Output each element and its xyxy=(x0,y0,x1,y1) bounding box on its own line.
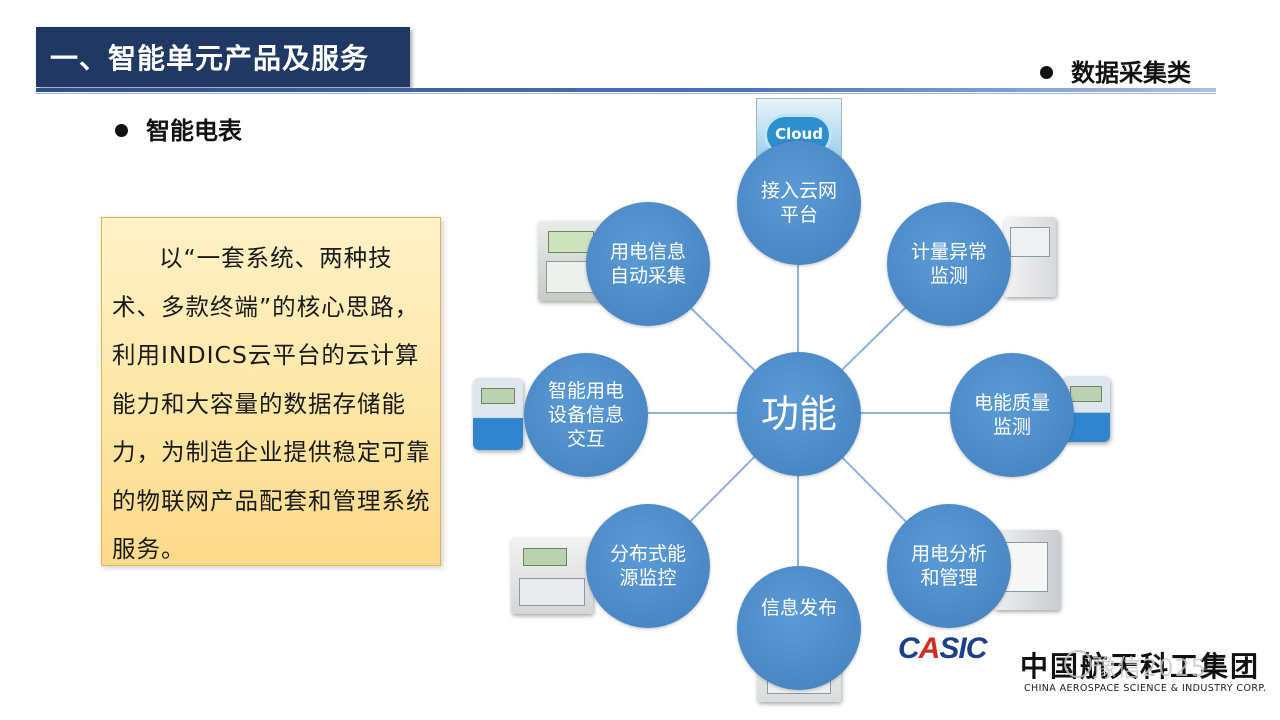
page-title: 一、智能单元产品及服务 xyxy=(50,42,370,75)
function-node-cloud-platform: 接入云网 平台 xyxy=(737,141,861,265)
node-label: 信息发布 xyxy=(760,597,837,619)
company-name-en: CHINA AEROSPACE SCIENCE & INDUSTRY CORP. xyxy=(1024,683,1267,694)
function-node-metering-anomaly: 计量异常 监测 xyxy=(887,202,1011,326)
function-node-distributed-energy: 分布式能 源监控 xyxy=(586,504,710,628)
title-divider xyxy=(36,88,1216,92)
node-label: 电能质量 监测 xyxy=(973,392,1050,438)
energy-meter-image xyxy=(511,538,593,614)
subheading-text: 智能电表 xyxy=(146,117,242,145)
function-node-power-quality: 电能质量 监测 xyxy=(950,353,1074,477)
node-label: 计量异常 监测 xyxy=(910,241,987,287)
description-box: 以“一套系统、两种技术、多款终端”的核心思路，利用INDICS云平台的云计算能力… xyxy=(101,217,441,566)
function-node-auto-collection: 用电信息 自动采集 xyxy=(586,202,710,326)
node-label: 用电分析 和管理 xyxy=(910,543,987,589)
bullet-icon xyxy=(1040,65,1053,79)
function-node-usage-analysis: 用电分析 和管理 xyxy=(887,504,1011,628)
meter-cabinet-image xyxy=(1004,217,1056,297)
function-hub: 功能 xyxy=(737,352,861,476)
blue-meter-image xyxy=(473,378,523,450)
section-subheading: 智能电表 xyxy=(115,111,242,146)
cloud-label: Cloud xyxy=(775,125,823,143)
title-divider-thin xyxy=(36,93,1216,94)
function-node-info-publish: 信息发布 xyxy=(737,566,861,690)
category-text: 数据采集类 xyxy=(1071,59,1191,87)
node-label: 智能用电 设备信息 交互 xyxy=(547,380,624,450)
node-label: 用电信息 自动采集 xyxy=(609,241,686,287)
description-text: 以“一套系统、两种技术、多款终端”的核心思路，利用INDICS云平台的云计算能力… xyxy=(112,244,431,563)
node-label: 分布式能 源监控 xyxy=(609,543,686,589)
node-label: 接入云网 平台 xyxy=(760,180,837,226)
bullet-icon xyxy=(115,123,128,137)
title-bar: 一、智能单元产品及服务 xyxy=(36,27,410,87)
company-name-cn: 中国航天科工集团 xyxy=(1020,650,1261,683)
watermark-text: 豫信2025 xyxy=(1092,654,1208,682)
category-label: 数据采集类 xyxy=(1040,53,1191,88)
function-node-device-interaction: 智能用电 设备信息 交互 xyxy=(524,353,648,477)
watermark-icon xyxy=(1064,650,1092,678)
hub-label: 功能 xyxy=(760,392,837,436)
casic-logo: CASIC xyxy=(898,632,987,665)
